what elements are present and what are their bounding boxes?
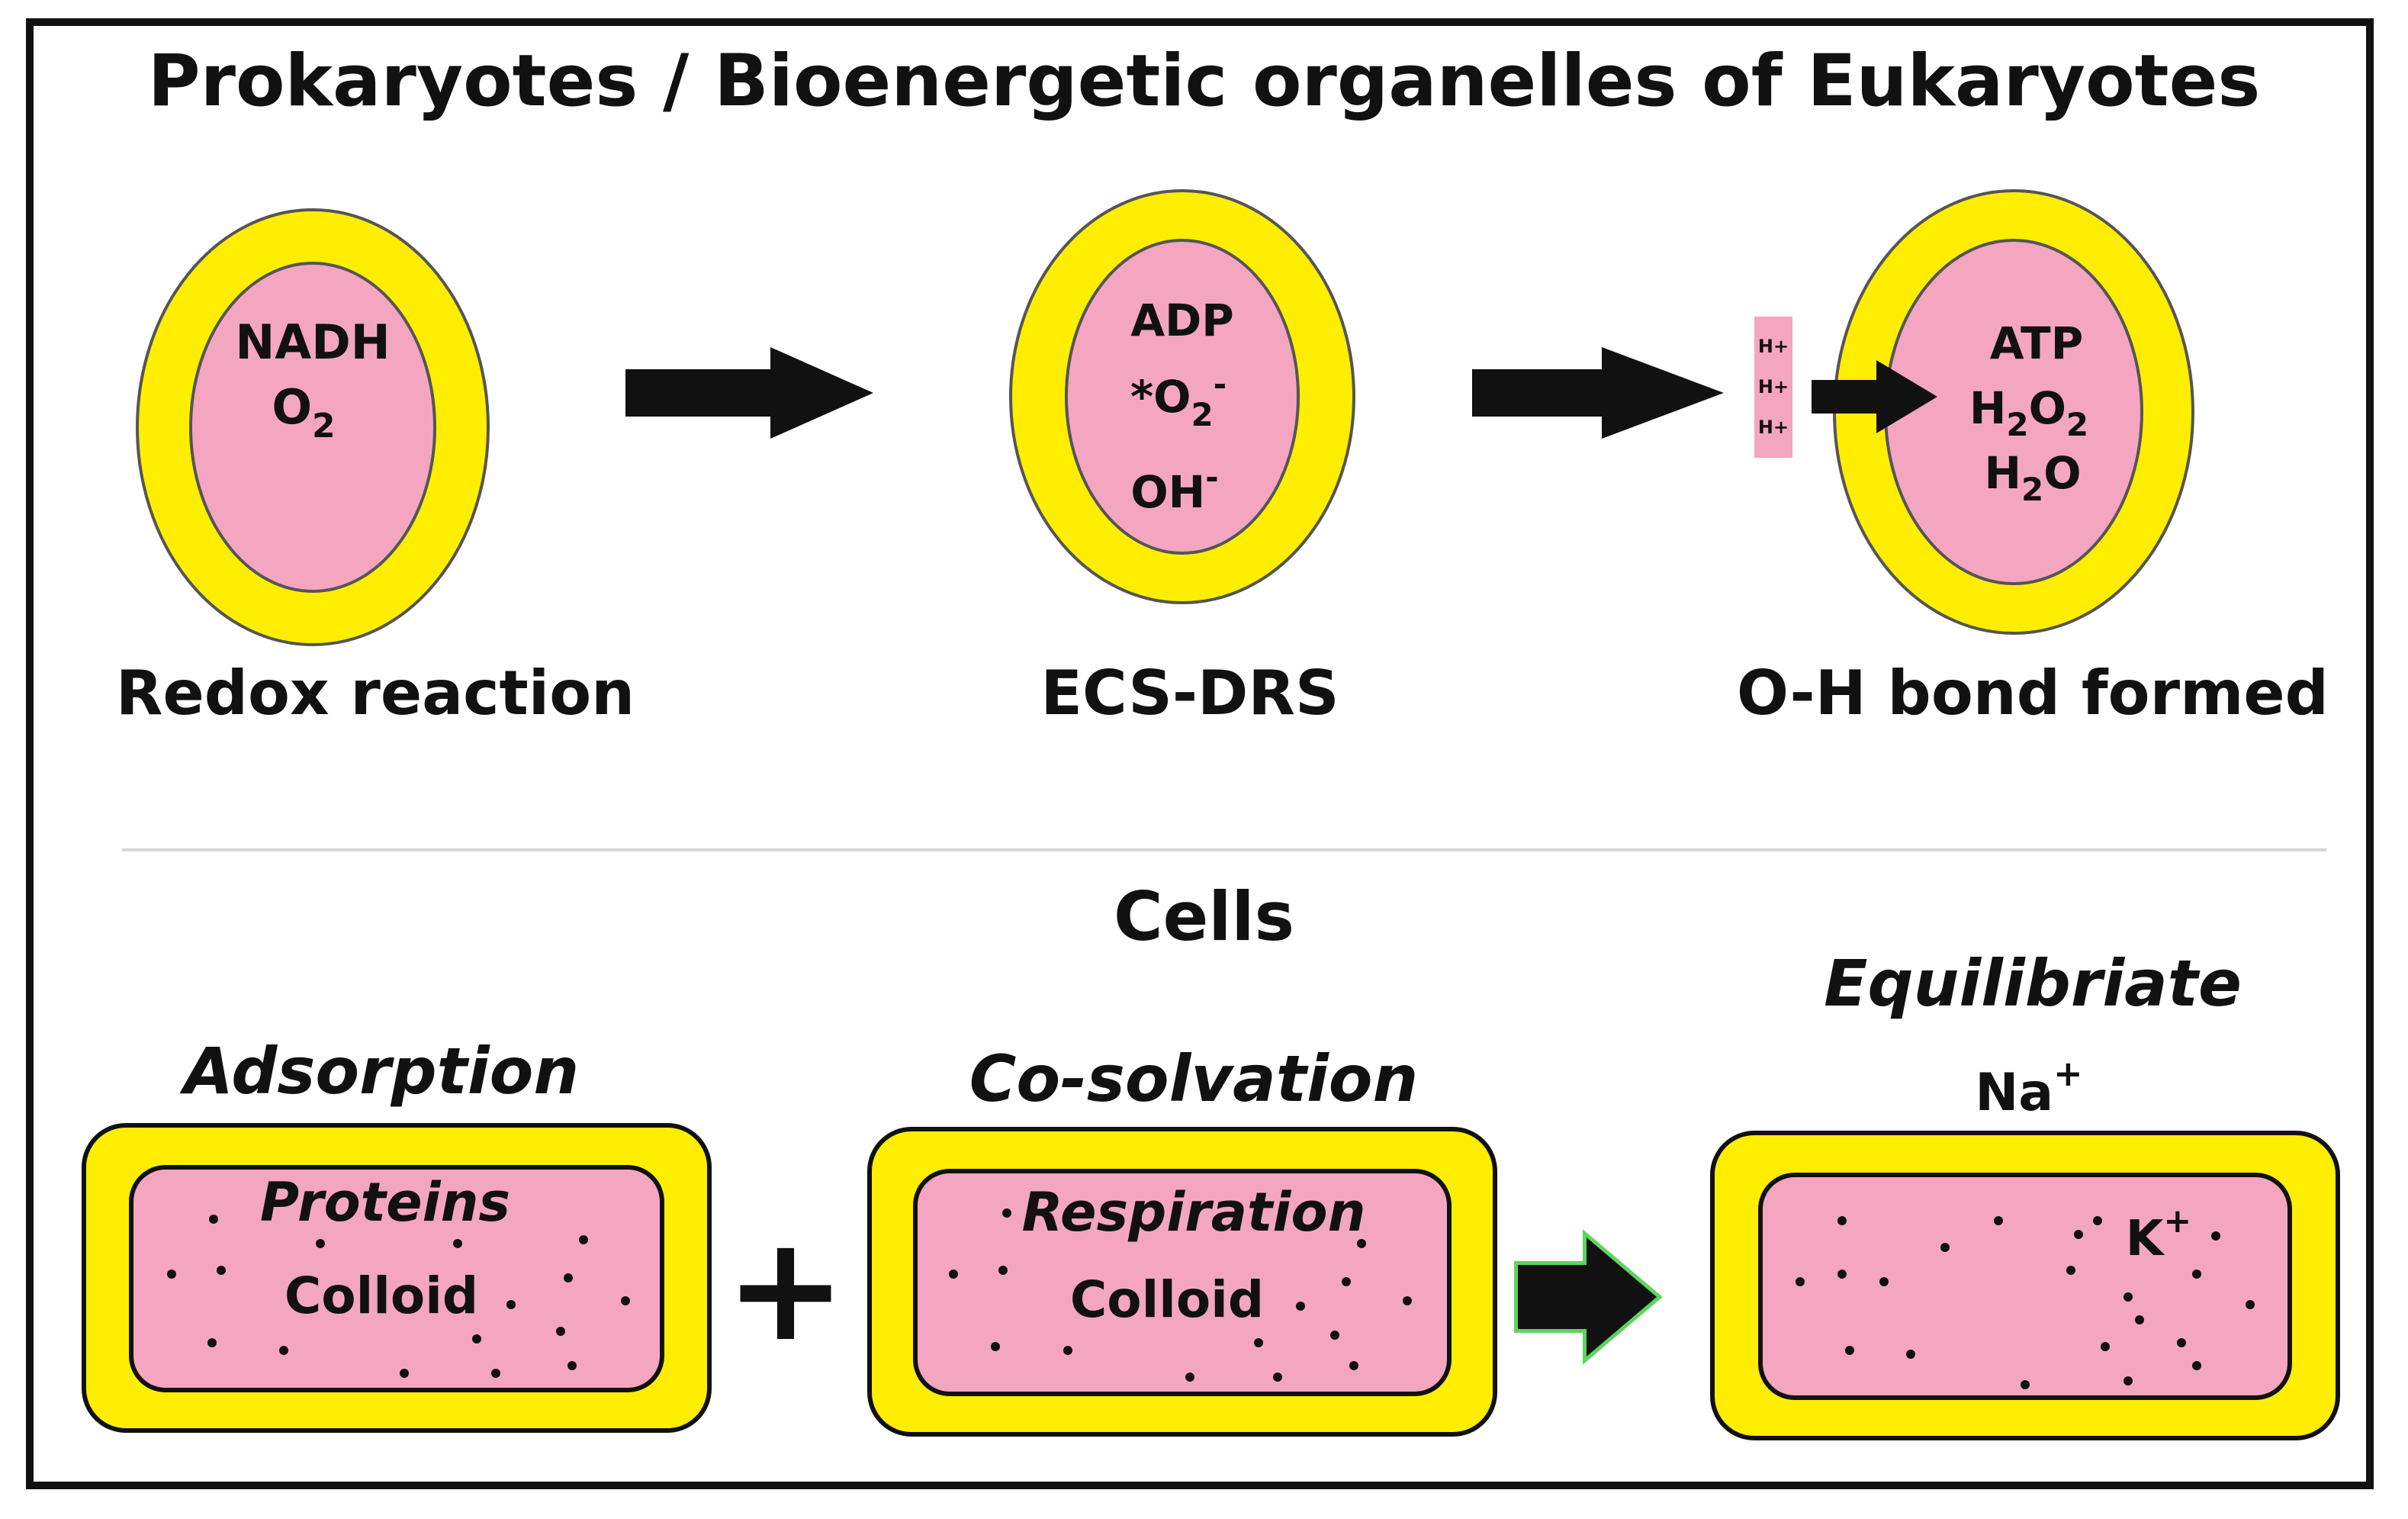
cosolvation-cell xyxy=(867,1127,1497,1437)
dot xyxy=(1994,1216,2003,1225)
dot xyxy=(1940,1243,1950,1252)
dot xyxy=(1906,1350,1915,1359)
ecs-drs-cell-interior xyxy=(1065,239,1300,555)
oh-bond-label: O-H bond formed xyxy=(1737,658,2329,729)
dot xyxy=(2021,1380,2030,1389)
adsorption-line1: Proteins xyxy=(259,1171,511,1234)
ecs-drs-cell xyxy=(1009,189,1355,604)
equilibriate-cell xyxy=(1710,1131,2340,1440)
dot xyxy=(453,1239,462,1248)
adsorption-cell xyxy=(82,1123,712,1433)
equilibriate-heading: Equilibriate xyxy=(1824,946,2242,1021)
dot xyxy=(491,1369,500,1378)
dot xyxy=(567,1361,577,1370)
plus-operator: + xyxy=(725,1205,847,1373)
dot xyxy=(209,1215,218,1224)
oh-atp: ATP xyxy=(1990,317,2083,369)
cosolvation-dots xyxy=(949,1208,1412,1382)
diagram-title: Prokaryotes / Bioenergetic organelles of… xyxy=(147,40,2261,123)
dot xyxy=(998,1266,1008,1275)
cosolvation-cell-interior xyxy=(913,1169,1452,1396)
cosolvation-line2: Colloid xyxy=(1069,1270,1265,1329)
dot xyxy=(2192,1361,2201,1370)
redox-cell xyxy=(136,208,490,646)
dot xyxy=(621,1296,630,1305)
arrow-into-oh-cell xyxy=(1812,360,1937,433)
dot xyxy=(1342,1277,1351,1286)
dot xyxy=(1330,1331,1339,1340)
dot xyxy=(316,1239,325,1248)
ecs-drs-label: ECS-DRS xyxy=(1040,658,1339,729)
dot xyxy=(1273,1373,1282,1382)
redox-reaction-label: Redox reaction xyxy=(115,658,635,729)
dot xyxy=(2246,1300,2255,1309)
dot xyxy=(2101,1342,2110,1351)
dot xyxy=(2093,1216,2102,1225)
adsorption-line2: Colloid xyxy=(284,1266,479,1325)
dot xyxy=(1357,1239,1366,1248)
adsorption-cell-interior xyxy=(129,1165,664,1392)
arrow-redox-to-ecs xyxy=(625,347,873,439)
cosolvation-heading: Co-solvation xyxy=(969,1041,1419,1116)
dot xyxy=(2135,1315,2144,1324)
dot xyxy=(167,1270,176,1279)
dot xyxy=(1185,1373,1194,1382)
redox-nadh: NADH xyxy=(235,314,390,370)
dot xyxy=(2192,1270,2201,1279)
dot xyxy=(991,1342,1000,1351)
dot xyxy=(472,1334,481,1344)
redox-cell-interior xyxy=(189,262,436,593)
dot xyxy=(400,1369,409,1378)
ecs-superoxide: *O2- xyxy=(1130,365,1227,433)
dot xyxy=(1879,1277,1889,1286)
equilibriate-cell-interior xyxy=(1758,1173,2292,1400)
dot xyxy=(506,1300,516,1309)
cells-section-title: Cells xyxy=(1114,877,1294,956)
dot xyxy=(556,1327,565,1336)
dot xyxy=(1254,1338,1263,1347)
dot xyxy=(1845,1346,1854,1355)
dot xyxy=(1063,1346,1072,1355)
dot xyxy=(2123,1292,2133,1302)
ion-marker-label-3: H+ xyxy=(1758,417,1789,438)
ecs-hydroxide: OH- xyxy=(1130,459,1218,518)
ion-marker-label-2: H+ xyxy=(1758,376,1789,397)
dot xyxy=(207,1338,217,1347)
cosolvation-line1: Respiration xyxy=(1021,1181,1366,1244)
oh-bond-cell xyxy=(1833,189,2194,635)
dot xyxy=(1296,1302,1305,1311)
adsorption-dots xyxy=(167,1215,630,1378)
section-divider xyxy=(122,848,2326,851)
ion-marker-strip xyxy=(1754,317,1792,458)
dot xyxy=(1002,1208,1011,1218)
dot xyxy=(1796,1277,1805,1286)
dot xyxy=(279,1346,288,1355)
dot xyxy=(2074,1230,2083,1239)
dot xyxy=(2123,1376,2133,1385)
dot xyxy=(1349,1361,1358,1370)
dot xyxy=(217,1266,226,1275)
dot xyxy=(949,1270,958,1279)
dot xyxy=(579,1235,588,1244)
dot xyxy=(2066,1266,2075,1275)
dot xyxy=(1837,1270,1847,1279)
ion-marker-label-1: H+ xyxy=(1758,336,1789,357)
arrow-to-equilibriate xyxy=(1518,1237,1657,1356)
arrow-ecs-to-oh xyxy=(1472,347,1724,439)
dot xyxy=(564,1273,573,1282)
dot xyxy=(2177,1338,2186,1347)
adsorption-heading: Adsorption xyxy=(183,1034,580,1109)
dot xyxy=(2211,1231,2220,1241)
equilibriate-outside-ion: Na+ xyxy=(1975,1053,2082,1123)
ecs-adp: ADP xyxy=(1130,294,1234,346)
dot xyxy=(1837,1216,1847,1225)
equilibriate-inside-ion: K+ xyxy=(2126,1202,2191,1267)
dot xyxy=(1403,1296,1412,1305)
equilibriate-dots xyxy=(1796,1216,2255,1389)
